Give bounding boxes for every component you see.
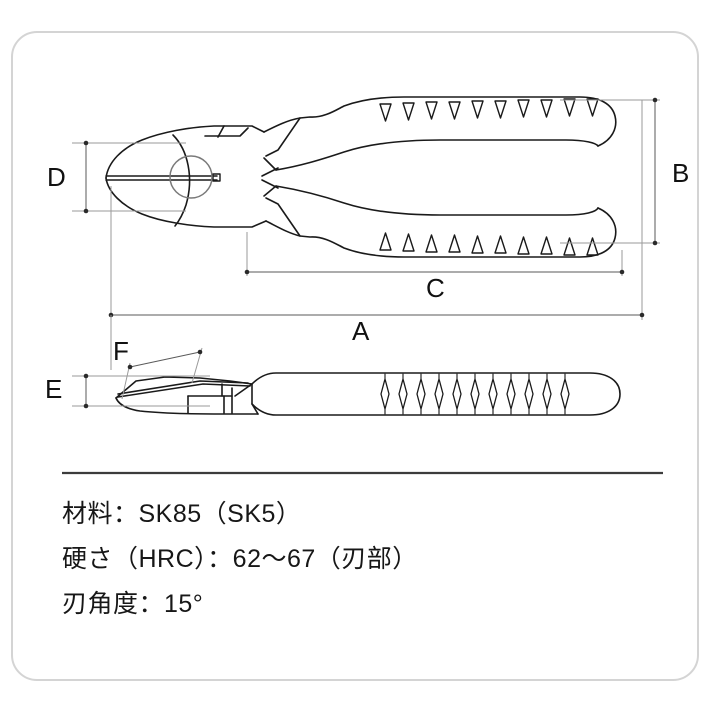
side-blade-edge-lower	[117, 383, 251, 398]
jaw-head-outline	[105, 125, 265, 179]
dim-label-c: C	[426, 273, 445, 303]
top-view-dimensions	[72, 99, 660, 320]
jaw-upper-step2	[217, 125, 225, 138]
side-view-dimension-dots	[83, 349, 203, 409]
lower-handle-top-edge	[275, 185, 599, 216]
upper-handle-fork2	[263, 157, 277, 171]
dimension-labels: D B C A E F	[45, 158, 689, 404]
side-blade-edge-upper	[117, 380, 249, 395]
side-view-group	[115, 372, 621, 416]
lower-handle-bottom-edge	[265, 207, 617, 258]
upper-handle-top-edge	[263, 96, 617, 147]
side-head-step2	[187, 395, 225, 414]
side-head-taper	[234, 383, 253, 397]
side-view-dimensions	[72, 315, 210, 407]
jaw-boss-seam	[172, 134, 191, 227]
handle-crossing-link	[261, 167, 279, 189]
spec-list: 材料：SK85（SK5） 硬さ（HRC）：62〜67（刃部） 刃角度：15°	[62, 492, 622, 627]
side-handle-grip-pattern	[380, 378, 570, 410]
upper-handle-serrations	[379, 98, 599, 122]
jaw-upper-step	[204, 127, 249, 137]
side-head-step3	[223, 395, 233, 414]
dim-label-e: E	[45, 374, 62, 404]
side-handle-neck-left	[251, 403, 259, 415]
spec-blade-angle: 刃角度：15°	[62, 590, 204, 618]
dim-label-d: D	[47, 162, 66, 192]
top-view-group	[105, 96, 617, 258]
pivot-rivet	[169, 155, 213, 199]
lower-handle-serrations	[379, 232, 599, 256]
cutting-edge-stop	[212, 173, 221, 182]
lower-handle-fork2	[263, 185, 277, 197]
side-handle-grip-ticks	[384, 373, 566, 415]
side-head-outline	[115, 397, 259, 415]
dim-f-line	[129, 351, 201, 368]
side-handle-top	[251, 372, 621, 416]
dim-label-f: F	[113, 336, 129, 366]
upper-handle-fork	[265, 117, 301, 157]
upper-handle-bottom-edge	[275, 139, 599, 171]
dim-label-b: B	[672, 158, 689, 188]
dim-f-ext-left	[121, 362, 131, 400]
side-head-top	[115, 376, 253, 399]
dim-label-a: A	[352, 316, 370, 346]
jaw-head-lower-outline	[105, 177, 267, 228]
spec-material: 材料：SK85（SK5）	[62, 500, 302, 528]
spec-hardness: 硬さ（HRC）：62〜67（刃部）	[62, 545, 418, 573]
lower-handle-fork	[265, 197, 301, 237]
top-view-dimension-dots	[83, 97, 658, 318]
figure-frame	[11, 31, 699, 681]
